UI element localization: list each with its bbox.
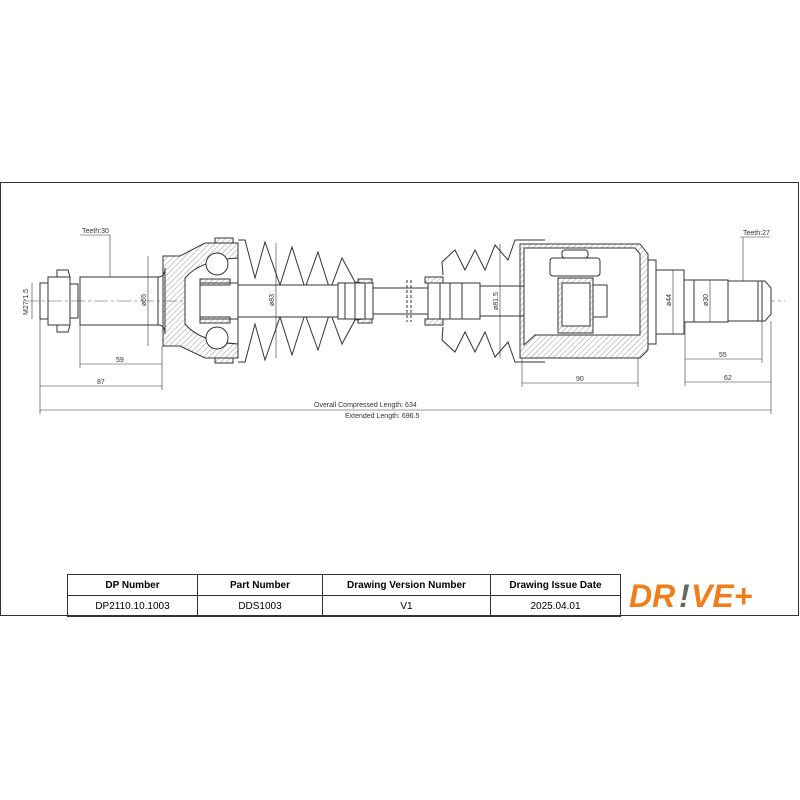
drive-plus-logo: DR ! VE+: [620, 574, 799, 616]
dp-number-value: DP2110.10.1003: [67, 595, 198, 617]
part-number-value: DDS1003: [197, 595, 323, 617]
thread-label: M27*1.5: [23, 289, 30, 315]
dim-55-label: 55: [719, 352, 727, 359]
inner-boot: [441, 239, 545, 363]
header-dp-number: DP Number: [67, 574, 198, 596]
outer-boot: [238, 239, 373, 363]
dia-outer-joint-label: ø65: [141, 294, 148, 306]
teeth-right-label: Teeth:27: [743, 230, 770, 237]
dim-62-label: 62: [724, 375, 732, 382]
header-issue-date: Drawing Issue Date: [490, 574, 621, 596]
outer-cv-joint: [162, 237, 239, 364]
dia-outer-boot-label: ø83: [269, 294, 276, 306]
svg-text:!: !: [679, 578, 690, 612]
dim-59-label: 59: [116, 357, 124, 364]
dim-90-label: 90: [576, 376, 584, 383]
header-drawing-version: Drawing Version Number: [322, 574, 491, 596]
teeth-left-label: Teeth:30: [82, 228, 109, 235]
svg-text:DR: DR: [629, 578, 675, 612]
inner-stub: [647, 259, 772, 345]
dimension-lines: [31, 234, 772, 414]
dia-inner-spline-label: ø30: [703, 294, 710, 306]
svg-text:VE+: VE+: [691, 578, 752, 612]
dia-inner-boot-label: ø81.5: [493, 292, 500, 310]
extended-length-label: Extended Length: 696.5: [345, 413, 419, 420]
title-block: DP Number Part Number Drawing Version Nu…: [67, 574, 621, 617]
shaft: [237, 276, 556, 326]
drawing-version-value: V1: [322, 595, 491, 617]
dia-inner-stub-label: ø44: [666, 294, 673, 306]
inner-tripod-housing: [519, 243, 649, 359]
overall-length-label: Overall Compressed Length: 634: [314, 402, 417, 409]
dim-87-label: 87: [97, 379, 105, 386]
issue-date-value: 2025.04.01: [490, 595, 621, 617]
header-part-number: Part Number: [197, 574, 323, 596]
